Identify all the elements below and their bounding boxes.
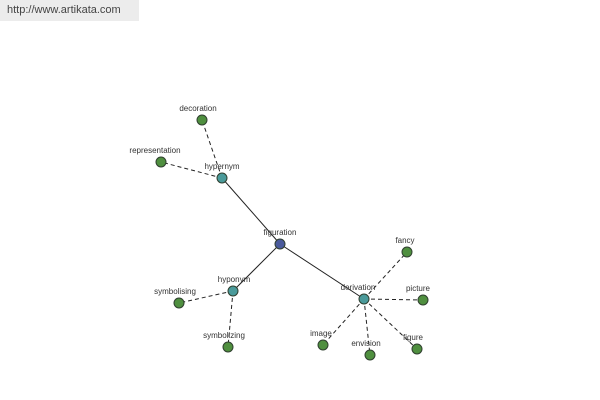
node-representation[interactable] — [155, 156, 167, 168]
edge-figuration-derivation — [279, 243, 365, 300]
edge-hyponym-symbolizing — [227, 290, 234, 348]
node-hypernym[interactable] — [216, 172, 228, 184]
edge-derivation-fancy — [363, 251, 408, 300]
edge-hypernym-representation — [160, 161, 223, 179]
edge-derivation-envision — [363, 298, 371, 356]
site-url-link[interactable]: http://www.artikata.com — [0, 0, 139, 21]
node-symbolising[interactable] — [173, 297, 185, 309]
node-label-decoration[interactable]: decoration — [179, 104, 216, 113]
node-label-symbolising[interactable]: symbolising — [154, 287, 196, 296]
labels-layer: figuration hypernym hyponym derivation decor… — [129, 104, 430, 348]
node-hyponym[interactable] — [227, 285, 239, 297]
node-envision[interactable] — [364, 349, 376, 361]
edge-hyponym-symbolising — [178, 290, 234, 304]
node-picture[interactable] — [417, 294, 429, 306]
node-label-envision[interactable]: envision — [351, 339, 380, 348]
node-label-figure[interactable]: figure — [403, 333, 424, 342]
node-fancy[interactable] — [401, 246, 413, 258]
node-label-image[interactable]: image — [310, 329, 332, 338]
node-figuration[interactable] — [274, 238, 286, 250]
node-figure[interactable] — [411, 343, 423, 355]
edge-derivation-picture — [363, 298, 424, 301]
node-label-symbolizing[interactable]: symbolizing — [203, 331, 245, 340]
nodes-layer — [155, 114, 429, 361]
node-label-picture[interactable]: picture — [406, 284, 431, 293]
node-symbolizing[interactable] — [222, 341, 234, 353]
edge-figuration-hyponym — [232, 243, 281, 292]
node-image[interactable] — [317, 339, 329, 351]
edge-derivation-image — [322, 298, 365, 346]
node-label-figuration[interactable]: figuration — [264, 228, 297, 237]
node-label-derivation[interactable]: derivation — [341, 283, 376, 292]
node-decoration[interactable] — [196, 114, 208, 126]
edges-layer — [160, 119, 424, 356]
node-label-hyponym[interactable]: hyponym — [218, 275, 251, 284]
edge-figuration-hypernym — [221, 177, 281, 245]
node-label-fancy[interactable]: fancy — [395, 236, 414, 245]
node-derivation[interactable] — [358, 293, 370, 305]
edge-hypernym-decoration — [201, 119, 223, 179]
node-label-representation[interactable]: representation — [129, 146, 180, 155]
edge-derivation-figure — [363, 298, 418, 350]
node-label-hypernym[interactable]: hypernym — [204, 162, 239, 171]
